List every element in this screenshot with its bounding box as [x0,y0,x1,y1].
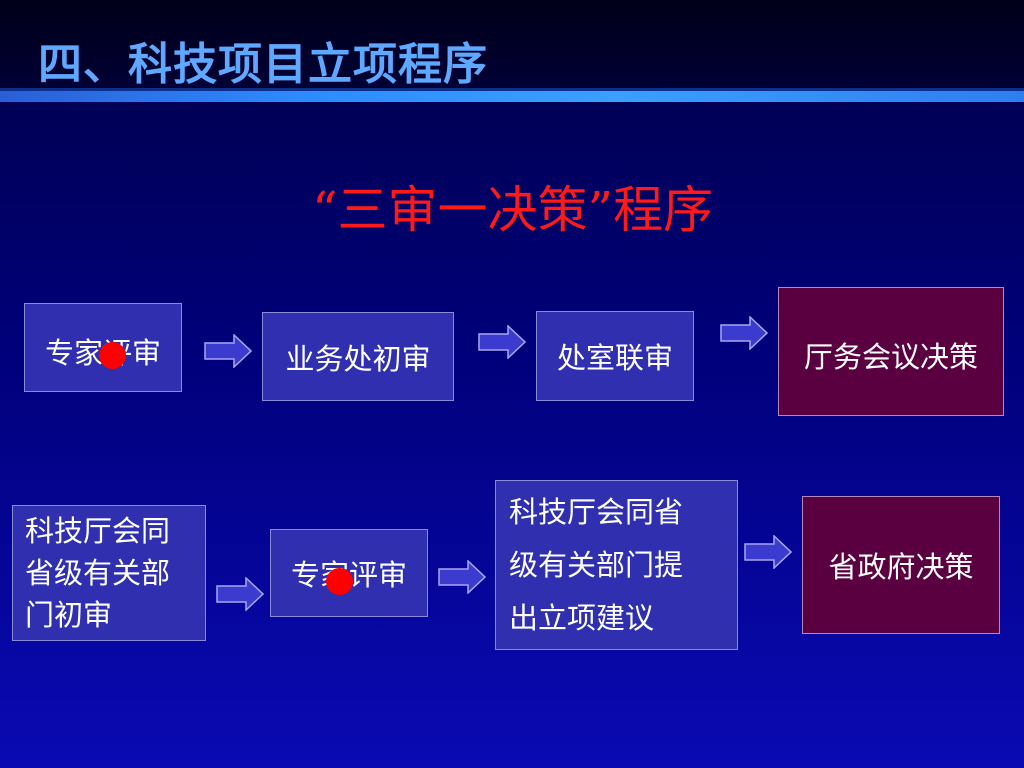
step-line: 出立项建议 [509,600,655,635]
right-arrow-icon [478,325,526,359]
step-line: 级有关部门提 [509,547,684,582]
page-title: 四、科技项目立项程序 [38,39,488,90]
right-arrow-icon [438,560,486,594]
decision-provincial-government: 省政府决策 [802,496,1000,634]
title-underline-shadow [0,88,1024,91]
step-label: 处室联审 [556,341,673,375]
step-line: 科技厅会同省 [509,494,684,529]
header-band [0,0,1024,92]
decision-label: 厅务会议决策 [803,340,978,374]
step-line: 科技厅会同 [25,514,171,548]
step-line: 门初审 [25,598,113,632]
step-label: 业务处初审 [285,341,431,376]
decision-label: 省政府决策 [828,550,974,584]
step-project-proposal: 科技厅会同省 级有关部门提 出立项建议 [495,480,738,650]
step-joint-office-review: 处室联审 [536,311,694,401]
decision-department-meeting: 厅务会议决策 [778,287,1004,416]
right-arrow-icon [204,334,252,368]
diagram-subtitle: “三审一决策”程序 [312,181,714,239]
title-underline [0,88,1024,102]
right-arrow-icon [216,577,264,611]
right-arrow-icon [720,316,768,350]
red-dot-marker [326,568,353,595]
red-dot-marker [99,342,126,369]
right-arrow-icon [744,535,792,569]
step-line: 省级有关部 [25,556,171,590]
step-business-office-review: 业务处初审 [262,312,454,401]
step-joint-initial-review: 科技厅会同 省级有关部 门初审 [12,505,206,641]
